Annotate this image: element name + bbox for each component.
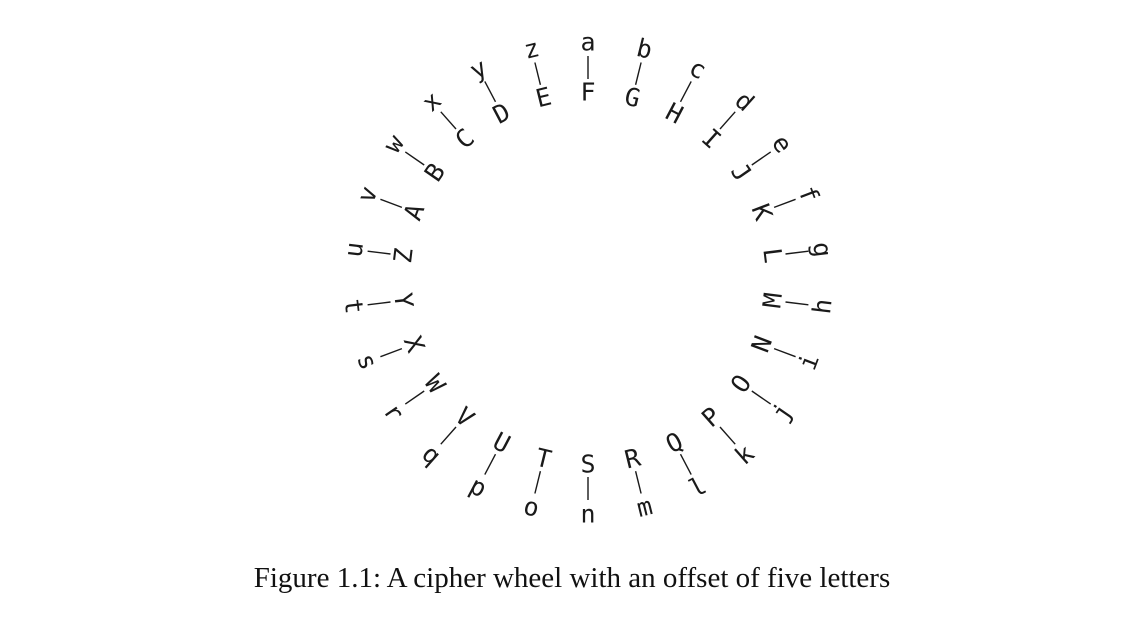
- outer-letter: b: [634, 33, 656, 65]
- pair-dash: [534, 471, 542, 494]
- inner-letter: K: [746, 200, 778, 224]
- pair-dash: [440, 426, 457, 445]
- inner-letter: D: [488, 97, 515, 130]
- pair-dash: [634, 62, 642, 85]
- figure-caption: Figure 1.1: A cipher wheel with an offse…: [253, 562, 891, 594]
- outer-letter: r: [378, 398, 410, 427]
- cipher-pair: Pk: [696, 401, 760, 470]
- pair-dash: [380, 347, 403, 358]
- cipher-pair: Up: [465, 426, 515, 503]
- inner-letter: B: [419, 158, 451, 187]
- outer-letter: j: [766, 398, 798, 427]
- pair-dash: [367, 301, 391, 306]
- outer-letter: v: [351, 182, 383, 206]
- inner-letter: F: [580, 78, 595, 107]
- cipher-pair: Ez: [521, 33, 555, 113]
- inner-letter: U: [488, 426, 515, 459]
- inner-letter: E: [533, 82, 555, 114]
- inner-letter: S: [580, 450, 595, 479]
- cipher-pair: Id: [696, 86, 760, 155]
- cipher-pair: Vq: [416, 401, 480, 470]
- cipher-pair: Hc: [661, 53, 711, 130]
- cipher-pair: Yt: [338, 291, 418, 315]
- inner-letter: M: [757, 291, 788, 309]
- pair-dash: [634, 471, 642, 494]
- cipher-pair: Ni: [746, 332, 825, 374]
- inner-letter: N: [746, 332, 778, 356]
- cipher-pair: Je: [725, 129, 799, 186]
- outer-letter: e: [766, 129, 798, 158]
- pair-dash: [773, 198, 796, 209]
- pair-dash: [785, 250, 809, 255]
- cipher-pair: Xs: [351, 332, 430, 374]
- pair-dash: [484, 81, 497, 103]
- cipher-pair: Dy: [465, 53, 515, 130]
- inner-letter: H: [661, 97, 688, 130]
- outer-letter: l: [684, 471, 711, 504]
- cipher-pair: Zu: [338, 240, 418, 264]
- inner-letter: O: [725, 369, 757, 398]
- pair-dash: [404, 151, 425, 166]
- pair-dash: [534, 62, 542, 85]
- outer-letter: n: [580, 500, 595, 529]
- cipher-pair: To: [521, 443, 555, 523]
- pair-dash: [751, 151, 772, 166]
- cipher-pair: Bw: [378, 129, 452, 187]
- inner-letter: R: [622, 442, 644, 474]
- outer-letter: o: [521, 491, 543, 523]
- outer-letter: m: [634, 491, 656, 523]
- pair-dash: [719, 426, 736, 445]
- pair-dash: [679, 453, 692, 475]
- pair-dash: [751, 390, 772, 405]
- outer-letter: k: [729, 439, 760, 471]
- outer-letter: q: [416, 439, 447, 471]
- cipher-pair: Gb: [622, 33, 656, 113]
- pair-dash: [440, 111, 457, 130]
- inner-letter: Z: [388, 246, 419, 264]
- pair-dash: [380, 198, 403, 209]
- cipher-pair: Fa: [580, 28, 595, 107]
- cipher-pair: Rm: [622, 442, 656, 522]
- cipher-pair: Sn: [580, 450, 595, 529]
- cipher-pair: Av: [351, 182, 430, 224]
- outer-letter: f: [792, 182, 824, 206]
- outer-letter: h: [807, 297, 838, 315]
- outer-letter: a: [580, 28, 595, 57]
- pair-dash: [785, 301, 809, 306]
- inner-letter: X: [398, 332, 430, 356]
- cipher-pair: Ql: [661, 426, 711, 503]
- pair-dash: [484, 453, 497, 475]
- outer-letter: w: [378, 129, 411, 159]
- pair-dash: [679, 81, 692, 103]
- outer-letter: z: [521, 33, 543, 65]
- cipher-pair: Oj: [725, 369, 799, 426]
- inner-letter: L: [757, 246, 788, 264]
- inner-letter: W: [419, 369, 452, 399]
- inner-letter: G: [622, 82, 644, 114]
- pair-dash: [719, 111, 736, 130]
- outer-letter: u: [338, 240, 369, 258]
- inner-letter: J: [725, 158, 757, 187]
- pair-dash: [404, 390, 425, 405]
- cipher-pair: Wr: [378, 369, 452, 426]
- inner-letter: Y: [388, 291, 419, 309]
- inner-letter: A: [398, 200, 430, 224]
- outer-letter: c: [684, 53, 711, 86]
- cipher-pair: Cx: [416, 86, 480, 155]
- outer-letter: y: [465, 53, 492, 86]
- outer-letter: s: [351, 350, 383, 374]
- outer-letter: g: [807, 240, 838, 258]
- outer-letter: i: [792, 350, 824, 374]
- cipher-pair: Kf: [746, 182, 825, 224]
- inner-letter: Q: [661, 426, 688, 459]
- pair-dash: [367, 250, 391, 255]
- outer-letter: t: [338, 297, 369, 315]
- inner-letter: T: [533, 443, 555, 475]
- outer-letter: p: [465, 471, 492, 504]
- pair-dash: [773, 347, 796, 358]
